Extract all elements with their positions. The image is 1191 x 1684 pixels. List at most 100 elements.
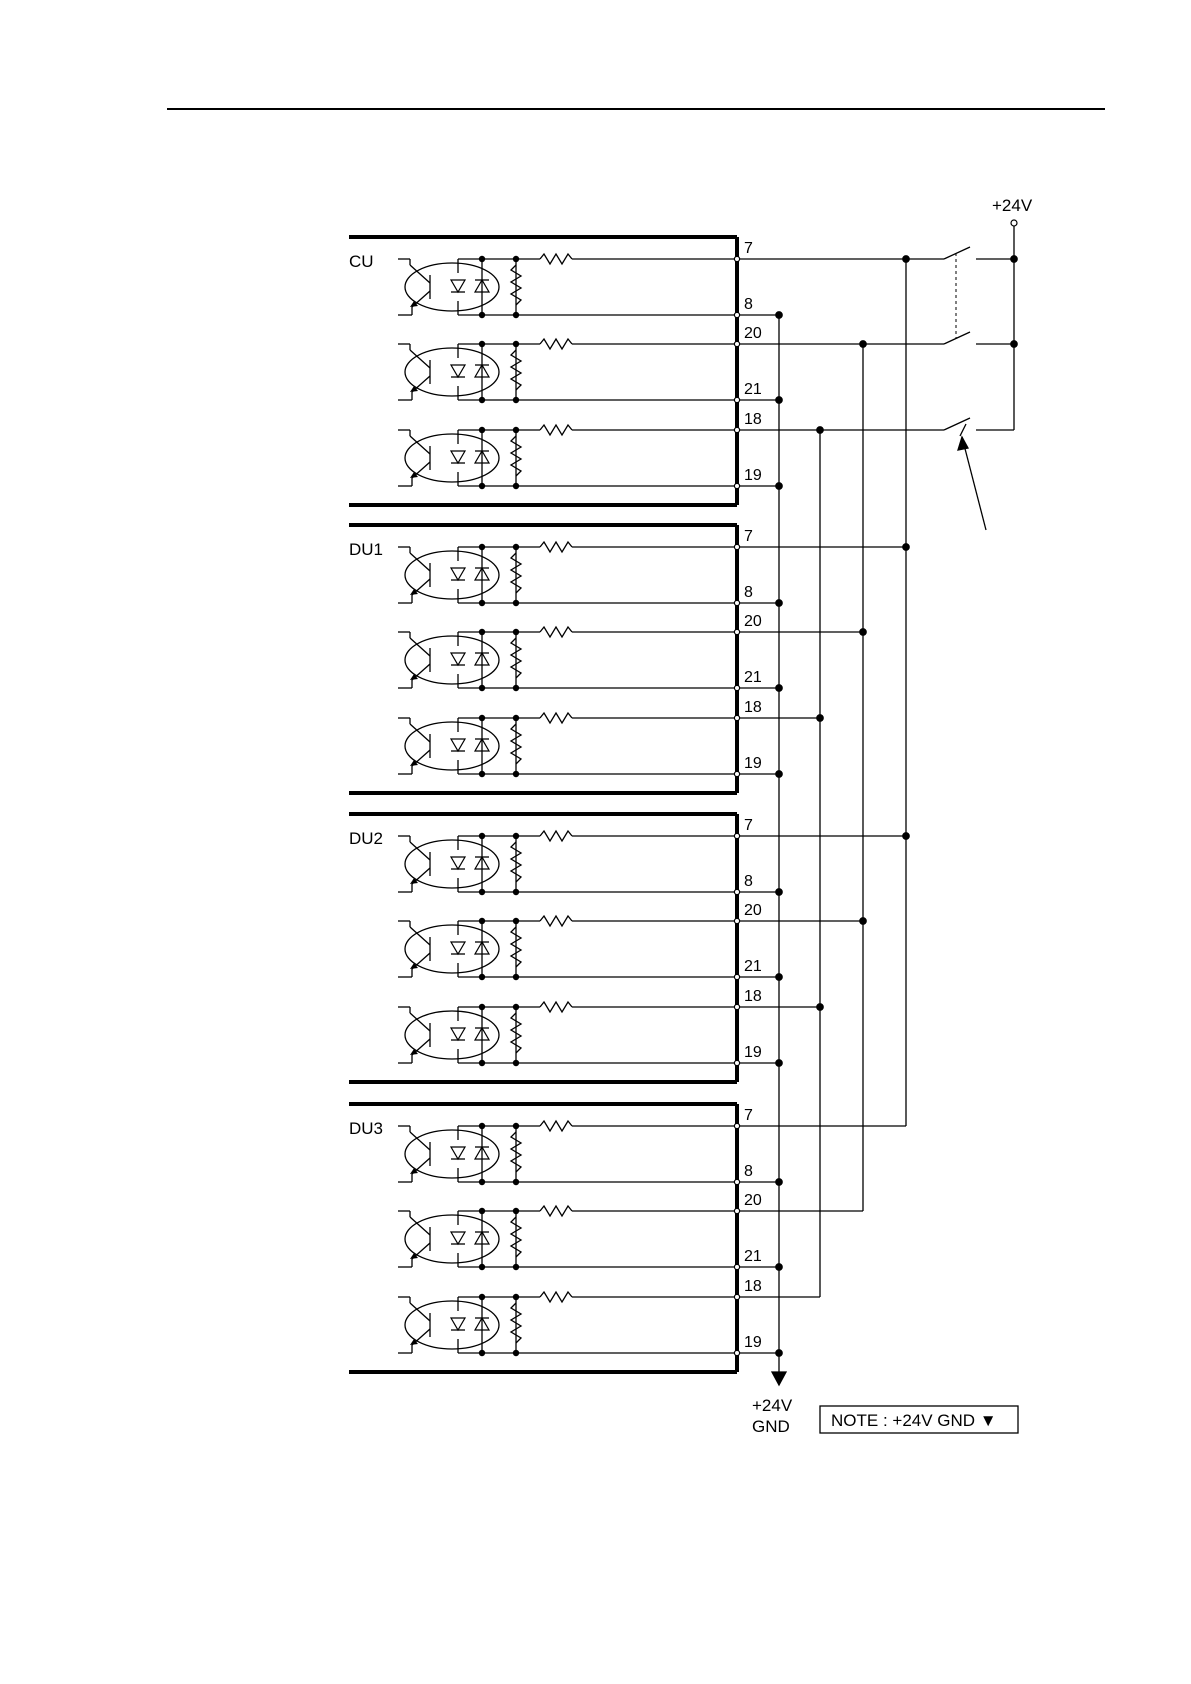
- terminal: [734, 341, 739, 346]
- terminal: [734, 1179, 739, 1184]
- unit-block: DU17820211819: [349, 525, 762, 793]
- terminal: [734, 771, 739, 776]
- terminal: [734, 427, 739, 432]
- diode: [451, 1318, 465, 1330]
- junction-dot: [513, 1350, 519, 1356]
- terminal: [734, 1060, 739, 1065]
- junction-dot: [479, 918, 485, 924]
- unit-block: DU27820211819: [349, 814, 762, 1082]
- pin-label: 7: [744, 1107, 753, 1124]
- unit-label: CU: [349, 252, 374, 271]
- diode: [451, 280, 465, 292]
- optocoupler-outline: [405, 925, 499, 973]
- resistor: [540, 1121, 572, 1131]
- junction-dot: [479, 629, 485, 635]
- pointer-arrow: [958, 437, 968, 450]
- terminal: [734, 715, 739, 720]
- junction-dot: [513, 544, 519, 550]
- resistor: [540, 916, 572, 926]
- note-text: NOTE : +24V GND ▼: [831, 1411, 997, 1430]
- junction-dot: [479, 771, 485, 777]
- terminal: [734, 918, 739, 923]
- ground-arrow: [772, 1372, 786, 1385]
- resistor: [540, 831, 572, 841]
- junction-dot: [513, 1208, 519, 1214]
- terminal: [734, 974, 739, 979]
- pointer-line: [962, 437, 986, 530]
- resistor: [540, 542, 572, 552]
- terminal: [734, 833, 739, 838]
- pin-label: 21: [744, 381, 762, 398]
- junction-dot: [479, 715, 485, 721]
- terminal: [734, 685, 739, 690]
- junction-dot: [479, 974, 485, 980]
- optocoupler-outline: [405, 1011, 499, 1059]
- junction-dot: [513, 685, 519, 691]
- pin-label: 8: [744, 1163, 753, 1180]
- supply-label: +24V: [992, 196, 1033, 215]
- pin-label: 19: [744, 755, 762, 772]
- terminal: [734, 544, 739, 549]
- terminal: [734, 1294, 739, 1299]
- junction-dot: [479, 256, 485, 262]
- external-wiring: [737, 256, 909, 1385]
- optocoupler-outline: [405, 722, 499, 770]
- terminal: [734, 256, 739, 261]
- diode: [451, 1028, 465, 1040]
- ground-label-line2: GND: [752, 1417, 790, 1436]
- resistor: [540, 1292, 572, 1302]
- junction-dot: [513, 715, 519, 721]
- pin-label: 19: [744, 467, 762, 484]
- junction-dot: [513, 397, 519, 403]
- junction-dot: [513, 312, 519, 318]
- unit-label: DU1: [349, 540, 383, 559]
- pin-label: 21: [744, 958, 762, 975]
- emergency-stop-switch: [820, 220, 1017, 530]
- junction-dot: [479, 544, 485, 550]
- junction-dot: [513, 1294, 519, 1300]
- diode: [451, 653, 465, 665]
- diode: [451, 857, 465, 869]
- pin-label: 20: [744, 613, 762, 630]
- junction-dot: [513, 256, 519, 262]
- switch-contact: [944, 418, 970, 430]
- terminal: [734, 629, 739, 634]
- resistor: [540, 425, 572, 435]
- junction-dot: [513, 918, 519, 924]
- pin-label: 8: [744, 296, 753, 313]
- junction-dot: [513, 427, 519, 433]
- resistor: [540, 339, 572, 349]
- optocoupler-outline: [405, 434, 499, 482]
- unit-label: DU3: [349, 1119, 383, 1138]
- junction-dot: [513, 771, 519, 777]
- resistor: [540, 254, 572, 264]
- junction-dot: [479, 1208, 485, 1214]
- pin-label: 8: [744, 584, 753, 601]
- pin-label: 20: [744, 902, 762, 919]
- junction-dot: [479, 833, 485, 839]
- terminal: [734, 1350, 739, 1355]
- junction-dot: [479, 397, 485, 403]
- terminal: [734, 1264, 739, 1269]
- pin-label: 7: [744, 240, 753, 257]
- diode: [451, 1147, 465, 1159]
- optocoupler-outline: [405, 1130, 499, 1178]
- junction-dot: [479, 483, 485, 489]
- junction-dot: [479, 312, 485, 318]
- optocoupler-outline: [405, 840, 499, 888]
- junction-dot: [479, 427, 485, 433]
- terminal: [734, 1004, 739, 1009]
- junction-dot: [513, 1060, 519, 1066]
- optocoupler-outline: [405, 636, 499, 684]
- junction-dot: [513, 341, 519, 347]
- pin-label: 19: [744, 1044, 762, 1061]
- junction-dot: [479, 1264, 485, 1270]
- optocoupler-outline: [405, 551, 499, 599]
- switch-contact: [944, 247, 970, 259]
- ground-label-line1: +24V: [752, 1396, 793, 1415]
- junction-dot: [479, 1004, 485, 1010]
- junction-dot: [479, 341, 485, 347]
- supply-terminal: [1011, 220, 1017, 226]
- resistor: [540, 713, 572, 723]
